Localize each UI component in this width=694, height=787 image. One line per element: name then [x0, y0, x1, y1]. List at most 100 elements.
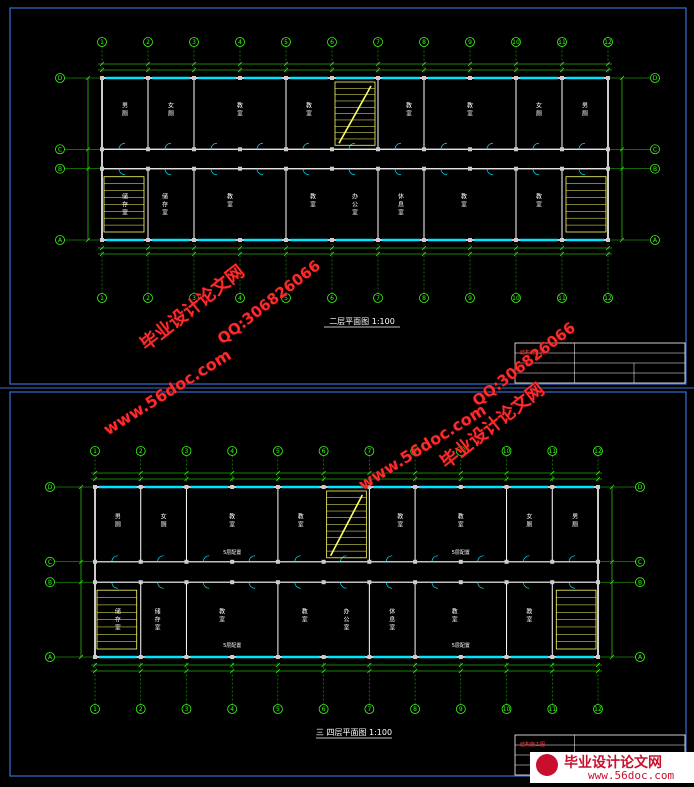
door-swing — [248, 555, 256, 562]
axis-label-bottom: 2 — [146, 295, 150, 302]
column — [238, 238, 242, 242]
column — [596, 580, 600, 585]
door-swing — [568, 582, 576, 589]
room-label-top: 教 — [406, 102, 412, 110]
column — [284, 166, 288, 171]
axis-label-top: 12 — [604, 39, 612, 46]
column — [596, 655, 600, 659]
room-label-bottom: 休 — [398, 192, 404, 200]
dimension-tick — [78, 559, 84, 565]
column — [514, 238, 518, 242]
dimension-tick — [99, 251, 105, 257]
door-swing — [431, 582, 439, 589]
dimension-tick — [145, 245, 151, 251]
room-label-bottom: 室 — [452, 616, 458, 624]
column — [284, 147, 288, 152]
dimension-tick — [229, 470, 235, 476]
door-swing — [431, 555, 439, 562]
dimension-tick — [237, 251, 243, 257]
room-label-top: 室 — [406, 110, 412, 118]
room-label-bottom: 储 — [122, 192, 128, 200]
axis-label-bottom: 10 — [512, 295, 520, 302]
room-label-top: 室 — [298, 520, 304, 528]
axis-label-right: D — [638, 484, 643, 491]
room-label-bottom: 室 — [461, 200, 467, 208]
axis-label-right: B — [638, 579, 642, 586]
axis-label-top: 6 — [330, 39, 334, 46]
dimension-tick — [92, 470, 98, 476]
column — [458, 655, 463, 659]
column — [230, 580, 235, 585]
room-label-top: 厕 — [161, 521, 167, 528]
dimension-tick — [145, 67, 151, 73]
room-tag: 5层配置 — [223, 643, 241, 649]
column — [560, 76, 564, 80]
dimension-tick — [329, 67, 335, 73]
dimension-tick — [609, 654, 615, 660]
room-label-bottom: 室 — [162, 208, 168, 216]
column — [93, 580, 97, 585]
column — [330, 166, 334, 171]
room-label-top: 教 — [237, 102, 243, 110]
room-label-bottom: 室 — [352, 208, 358, 216]
axis-label-top: 11 — [548, 448, 556, 455]
axis-label-top: 6 — [322, 448, 326, 455]
room-label-bottom: 存 — [155, 616, 161, 624]
dimension-tick — [78, 579, 84, 585]
dimension-tick — [559, 67, 565, 73]
door-swing — [394, 142, 402, 150]
axis-label-bottom: 7 — [367, 706, 371, 713]
room-label-bottom: 办 — [343, 608, 349, 616]
column — [138, 580, 143, 585]
room-label-bottom: 休 — [389, 608, 395, 616]
dimension-tick — [550, 668, 555, 674]
axis-label-right: C — [653, 146, 657, 153]
column — [413, 559, 418, 564]
column — [422, 166, 426, 171]
footer-banner[interactable]: 毕业设计论文网 www.56doc.com — [530, 752, 694, 783]
room-tag: 5层配置 — [452, 550, 470, 556]
column — [275, 580, 280, 585]
column — [275, 485, 280, 489]
column — [192, 166, 196, 171]
title-block-lower-label: 结构施工图 — [520, 741, 545, 748]
axis-label-bottom: 6 — [322, 706, 326, 713]
room-label-top: 室 — [306, 110, 312, 118]
dimension-tick — [367, 476, 372, 482]
door-swing — [523, 582, 530, 589]
room-label-bottom: 公 — [352, 201, 358, 208]
plan-title: 三 四层平面图 1:100 — [316, 728, 392, 737]
door-swing — [578, 168, 586, 176]
column — [146, 166, 150, 171]
room-label-bottom: 教 — [219, 608, 225, 616]
axis-label-right: A — [638, 654, 643, 661]
column — [376, 238, 380, 242]
column — [93, 559, 97, 564]
room-label-top: 教 — [298, 512, 304, 520]
room-label-bottom: 室 — [310, 200, 316, 208]
room-label-bottom: 存 — [162, 200, 168, 208]
column — [138, 655, 143, 659]
axis-label-left: D — [48, 484, 53, 491]
column — [146, 76, 150, 80]
axis-label-bottom: 1 — [100, 295, 104, 302]
dimension-tick — [550, 476, 555, 482]
column — [422, 238, 426, 242]
column — [275, 655, 280, 659]
dimension-tick — [412, 668, 418, 674]
dimension-tick — [184, 662, 189, 668]
dimension-tick — [321, 470, 326, 476]
door-swing — [532, 142, 540, 150]
dimension-tick — [504, 668, 509, 674]
dimension-tick — [458, 662, 464, 668]
room-label-bottom: 储 — [162, 192, 168, 200]
axis-label-bottom: 7 — [376, 295, 380, 302]
room-label-bottom: 室 — [389, 624, 395, 632]
dimension-tick — [619, 147, 625, 152]
dimension-tick — [275, 662, 281, 668]
door-swing — [486, 142, 494, 150]
column — [138, 559, 143, 564]
footer-url[interactable]: www.56doc.com — [588, 769, 675, 782]
axis-label-top: 8 — [422, 39, 426, 46]
